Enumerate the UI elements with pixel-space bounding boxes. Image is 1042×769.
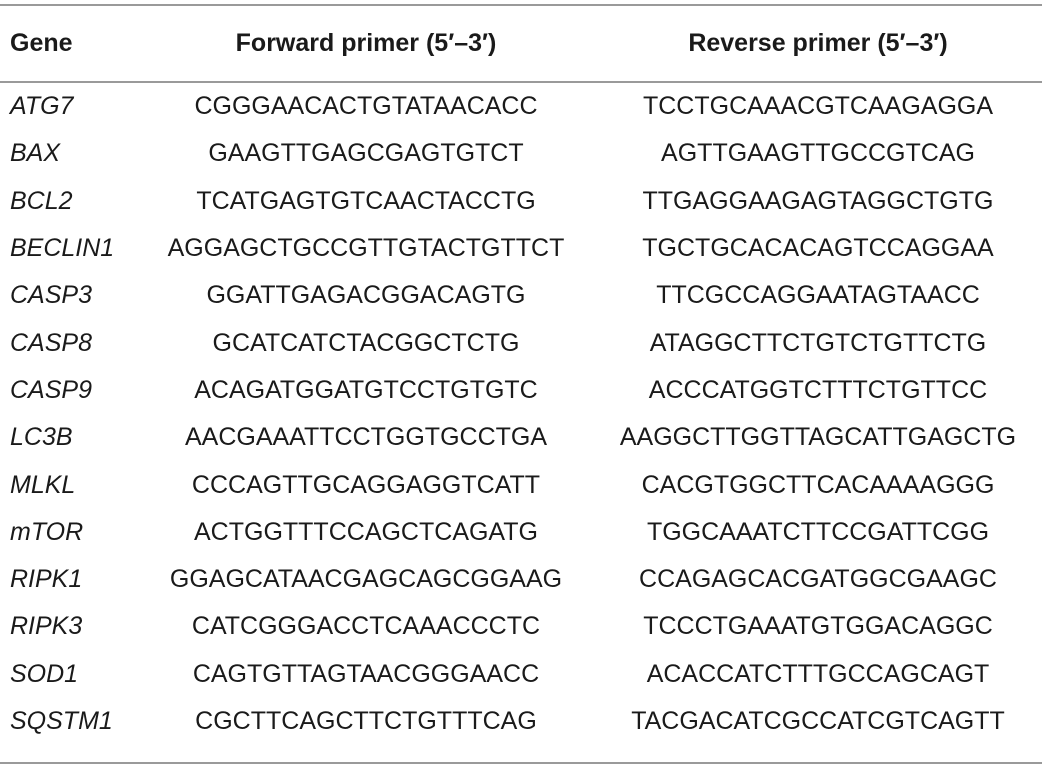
forward-primer-cell: CGGGAACACTGTATAACACC [194, 92, 538, 121]
table-row: ATG7 CGGGAACACTGTATAACACC TCCTGCAAACGTCA… [0, 81, 1042, 130]
reverse-primer-cell: TCCTGCAAACGTCAAGAGGA [642, 92, 994, 121]
forward-primer-cell: CAGTGTTAGTAACGGGAACC [192, 659, 540, 688]
reverse-primer-cell: ACACCATCTTTGCCAGCAGT [646, 659, 990, 688]
forward-primer-cell: AACGAAATTCCTGGTGCCTGA [184, 423, 548, 452]
reverse-primer-cell: TCCCTGAAATGTGGACAGGC [643, 612, 993, 641]
gene-cell: BAX [10, 139, 61, 168]
header-forward-primer: Forward primer (5′–3′) [235, 29, 497, 57]
header-reverse-primer: Reverse primer (5′–3′) [688, 29, 948, 57]
forward-primer-cell: CATCGGGACCTCAAACCCTC [191, 612, 541, 641]
forward-primer-cell: CGCTTCAGCTTCTGTTTCAG [195, 707, 537, 735]
reverse-primer-cell: TACGACATCGCCATCGTCAGTT [631, 707, 1005, 735]
table-row: RIPK1 GGAGCATAACGAGCAGCGGAAG CCAGAGCACGA… [0, 556, 1042, 603]
top-rule [0, 4, 1042, 6]
gene-cell: LC3B [10, 423, 73, 452]
gene-cell: RIPK1 [10, 565, 83, 594]
table-row: BCL2 TCATGAGTGTCAACTACCTG TTGAGGAAGAGTAG… [0, 178, 1042, 225]
reverse-primer-cell: ACCCATGGTCTTTCTGTTCC [648, 375, 988, 404]
table-row: CASP3 GGATTGAGACGGACAGTG TTCGCCAGGAATAGT… [0, 272, 1042, 319]
gene-cell: SOD1 [10, 659, 79, 688]
header-gene: Gene [10, 29, 73, 57]
forward-primer-cell: GGAGCATAACGAGCAGCGGAAG [169, 565, 563, 594]
reverse-primer-cell: TTGAGGAAGAGTAGGCTGTG [642, 186, 994, 215]
table-row: CASP8 GCATCATCTACGGCTCTG ATAGGCTTCTGTCTG… [0, 319, 1042, 366]
table-row: LC3B AACGAAATTCCTGGTGCCTGA AAGGCTTGGTTAG… [0, 414, 1042, 461]
gene-cell: CASP8 [10, 328, 92, 357]
table-row: CASP9 ACAGATGGATGTCCTGTGTC ACCCATGGTCTTT… [0, 367, 1042, 414]
forward-primer-cell: ACAGATGGATGTCCTGTGTC [194, 375, 538, 404]
reverse-primer-cell: TGCTGCACACAGTCCAGGAA [642, 234, 994, 263]
gene-cell: ATG7 [10, 92, 74, 121]
table-row: BAX GAAGTTGAGCGAGTGTCT AGTTGAAGTTGCCGTCA… [0, 130, 1042, 177]
reverse-primer-cell: CACGTGGCTTCACAAAAGGG [641, 470, 995, 499]
gene-cell: RIPK3 [10, 612, 83, 641]
forward-primer-cell: AGGAGCTGCCGTTGTACTGTTCT [167, 234, 565, 263]
table-row: SOD1 CAGTGTTAGTAACGGGAACC ACACCATCTTTGCC… [0, 651, 1042, 698]
gene-cell: CASP3 [10, 281, 92, 310]
gene-cell: CASP9 [10, 375, 92, 404]
table-row: MLKL CCCAGTTGCAGGAGGTCATT CACGTGGCTTCACA… [0, 461, 1042, 508]
forward-primer-cell: GGATTGAGACGGACAGTG [206, 281, 526, 310]
reverse-primer-cell: ATAGGCTTCTGTCTGTTCTG [649, 328, 987, 357]
table-row: BECLIN1 AGGAGCTGCCGTTGTACTGTTCT TGCTGCAC… [0, 225, 1042, 272]
forward-primer-cell: GAAGTTGAGCGAGTGTCT [208, 139, 524, 168]
table-row: mTOR ACTGGTTTCCAGCTCAGATG TGGCAAATCTTCCG… [0, 509, 1042, 556]
forward-primer-cell: TCATGAGTGTCAACTACCTG [196, 186, 536, 215]
header-rule [0, 81, 1042, 83]
forward-primer-cell: ACTGGTTTCCAGCTCAGATG [194, 517, 538, 546]
forward-primer-cell: CCCAGTTGCAGGAGGTCATT [191, 470, 541, 499]
bottom-rule [0, 762, 1042, 764]
gene-cell: BCL2 [10, 186, 73, 215]
gene-cell: SQSTM1 [10, 707, 113, 735]
reverse-primer-cell: TGGCAAATCTTCCGATTCGG [646, 517, 990, 546]
reverse-primer-cell: CCAGAGCACGATGGCGAAGC [639, 565, 997, 594]
gene-cell: BECLIN1 [10, 234, 115, 263]
gene-cell: mTOR [10, 517, 84, 546]
table-row: SQSTM1 CGCTTCAGCTTCTGTTTCAG TACGACATCGCC… [0, 698, 1042, 745]
gene-cell: MLKL [10, 470, 76, 499]
forward-primer-cell: GCATCATCTACGGCTCTG [212, 328, 520, 357]
primer-table: Gene Forward primer (5′–3′) Reverse prim… [0, 6, 1042, 745]
header-row: Gene Forward primer (5′–3′) Reverse prim… [0, 6, 1042, 81]
table-row: RIPK3 CATCGGGACCTCAAACCCTC TCCCTGAAATGTG… [0, 603, 1042, 650]
reverse-primer-cell: TTCGCCAGGAATAGTAACC [656, 281, 980, 310]
reverse-primer-cell: AGTTGAAGTTGCCGTCAG [661, 139, 975, 168]
reverse-primer-cell: AAGGCTTGGTTAGCATTGAGCTG [619, 423, 1017, 452]
